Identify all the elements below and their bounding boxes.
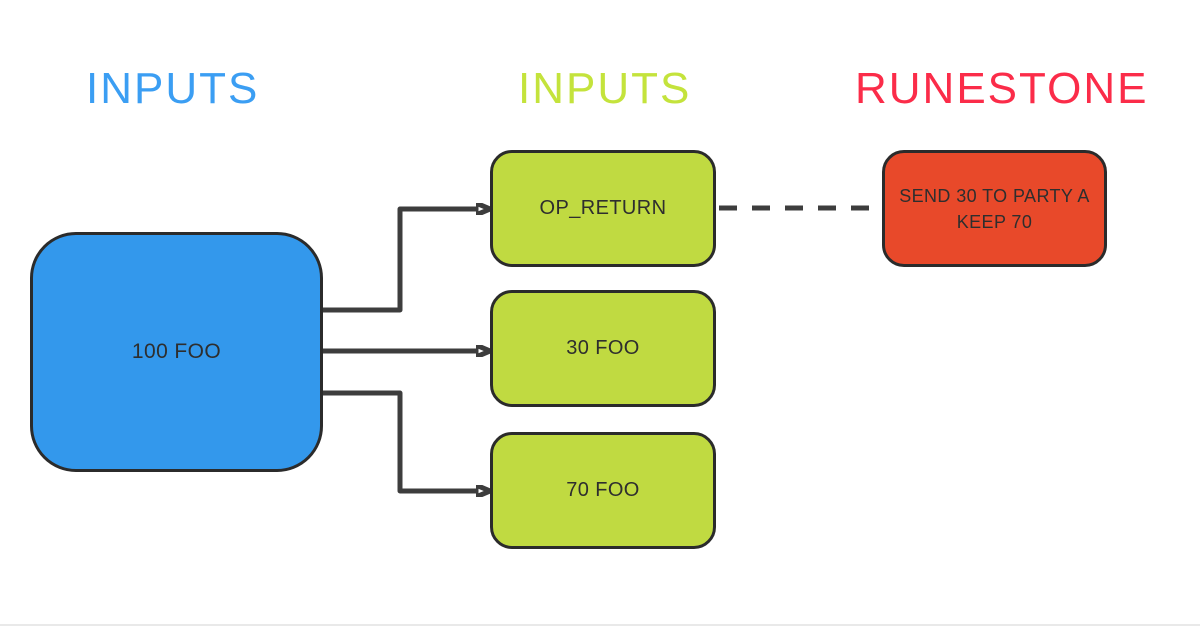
arrow-100foo-to-70foo xyxy=(323,390,477,491)
node-runestone-label: SEND 30 TO PARTY A KEEP 70 xyxy=(899,185,1090,232)
node-100-foo-label: 100 FOO xyxy=(131,340,222,363)
node-70-foo-label: 70 FOO xyxy=(566,479,640,501)
node-30-foo-label: 30 FOO xyxy=(566,337,640,359)
node-70-foo: 70 FOO xyxy=(490,432,716,549)
node-30-foo: 30 FOO xyxy=(490,290,716,407)
bottom-hairline xyxy=(0,624,1200,626)
node-runestone-message: SEND 30 TO PARTY A KEEP 70 xyxy=(882,150,1107,267)
column-heading-inputs-left: INPUTS xyxy=(86,64,260,113)
column-heading-inputs-middle: INPUTS xyxy=(518,64,692,113)
column-heading-runestone: RUNESTONE xyxy=(855,64,1149,113)
node-100-foo: 100 FOO xyxy=(30,232,323,472)
node-op-return-label: OP_RETURN xyxy=(539,197,667,219)
arrow-100foo-to-opreturn xyxy=(323,209,477,313)
node-op-return: OP_RETURN xyxy=(490,150,716,267)
